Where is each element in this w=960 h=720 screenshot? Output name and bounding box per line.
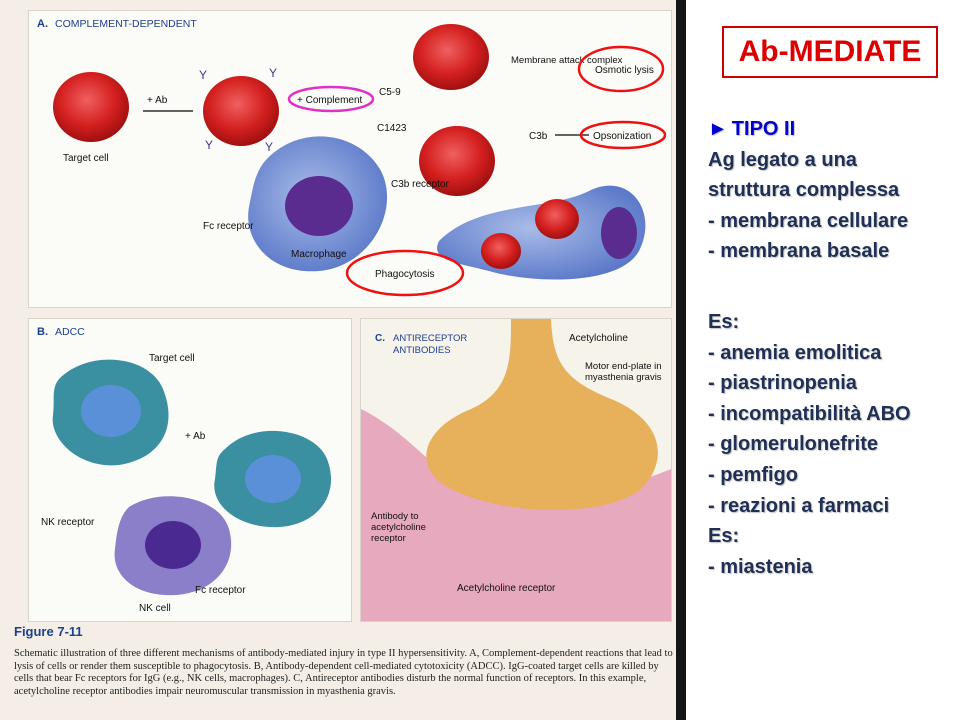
nk-nucleus: [145, 521, 201, 569]
definition-line-2: struttura complessa: [708, 179, 900, 202]
label-c3b-receptor-1: C3b receptor: [391, 179, 449, 190]
label-motor-endplate-2: myasthenia gravis: [585, 372, 662, 383]
label-target-cell: Target cell: [63, 153, 109, 164]
panel-a-complement: A. COMPLEMENT-DEPENDENT Target cell + Ab…: [28, 10, 672, 308]
target-red-cell: [53, 72, 129, 142]
panel-b-adcc: B. ADCC Target cell + Ab NK receptor Fc …: [28, 318, 352, 622]
b-coated-nucleus: [245, 455, 301, 503]
label-antibody-1: Antibody to: [371, 511, 419, 522]
nerve-terminal: [426, 319, 658, 511]
complement-highlight-ring: [287, 85, 375, 113]
svg-text:Y: Y: [269, 66, 277, 80]
svg-text:Y: Y: [199, 68, 207, 82]
example-item: - reazioni a farmaci: [708, 494, 890, 517]
panel-b-letter: B.: [37, 326, 48, 338]
slide-title-box: Ab-MEDIATE: [722, 26, 938, 78]
panel-c-antireceptor: C. ANTIRECEPTOR ANTIBODIES Acetylcholine…: [360, 318, 672, 622]
label-antibody-3: receptor: [371, 533, 406, 544]
label-acetylcholine: Acetylcholine: [569, 333, 628, 344]
label-nk-cell: NK cell: [139, 603, 171, 614]
panel-c-letter: C.: [375, 333, 385, 344]
svg-text:Y: Y: [265, 140, 273, 154]
panel-b-title: ADCC: [55, 326, 85, 338]
panel-a-illustration: A. COMPLEMENT-DEPENDENT Target cell + Ab…: [37, 18, 667, 297]
example-item: - anemia emolitica: [708, 341, 882, 364]
figure-caption: Schematic illustration of three differen…: [14, 648, 673, 697]
label-antibody-2: acetylcholine: [371, 522, 426, 533]
panel-c-illustration: C. ANTIRECEPTOR ANTIBODIES Acetylcholine…: [361, 319, 671, 621]
label-b-plus-ab: + Ab: [185, 431, 206, 442]
examples-label-2: Es:: [708, 525, 740, 548]
label-motor-endplate-1: Motor end-plate in: [585, 361, 662, 372]
figure-number: Figure 7-11: [14, 624, 83, 639]
page-edge-bar: [676, 0, 686, 720]
phagocytosis-ring: [345, 249, 465, 297]
definition-line-3: - membrana cellulare: [708, 209, 909, 232]
panel-c-title-1: ANTIRECEPTOR: [393, 333, 467, 344]
label-c5-9: C5-9: [379, 87, 401, 98]
example-item: - pemfigo: [708, 463, 798, 486]
c3b-coated-red-cell: [419, 126, 495, 196]
engulfed-red-cell-2: [535, 199, 579, 239]
example-item: - incompatibilità ABO: [708, 402, 911, 425]
slide-text-column: ►TIPO II Ag legato a una struttura compl…: [708, 114, 958, 582]
lysing-red-cell: [413, 24, 489, 90]
label-fc-receptor: Fc receptor: [203, 221, 254, 232]
type-label: TIPO II: [731, 118, 796, 140]
phagocyte-nucleus: [601, 207, 637, 259]
b-target-nucleus: [81, 385, 141, 437]
label-osmotic-lysis: Osmotic lysis: [595, 65, 654, 76]
opsonization-ring: [579, 120, 667, 150]
osmotic-lysis-ring: [577, 45, 665, 93]
label-macrophage: Macrophage: [291, 249, 347, 260]
panel-b-illustration: B. ADCC Target cell + Ab NK receptor Fc …: [37, 326, 332, 614]
panel-a-letter: A.: [37, 18, 48, 30]
type-heading: ►TIPO II: [708, 114, 958, 145]
panel-c-title-2: ANTIBODIES: [393, 345, 451, 356]
example-item-2: - miastenia: [708, 555, 813, 578]
example-item: - piastrinopenia: [708, 372, 857, 395]
definition-line-4: - membrana basale: [708, 240, 890, 263]
definition-line-1: Ag legato a una: [708, 148, 857, 171]
label-b-fc-receptor: Fc receptor: [195, 585, 246, 596]
label-b-target-cell: Target cell: [149, 353, 195, 364]
textbook-figure-page: A. COMPLEMENT-DEPENDENT Target cell + Ab…: [0, 0, 686, 720]
macrophage-nucleus: [285, 176, 353, 236]
label-plus-ab: + Ab: [147, 95, 168, 106]
label-phagocytosis: Phagocytosis: [375, 269, 434, 280]
label-nk-receptor: NK receptor: [41, 517, 95, 528]
opsonized-red-cell: [203, 76, 279, 146]
play-arrow-icon: ►: [708, 118, 728, 140]
svg-text:Y: Y: [205, 138, 213, 152]
panel-a-title: COMPLEMENT-DEPENDENT: [55, 18, 197, 30]
label-c1423: C1423: [377, 123, 407, 134]
examples-label: Es:: [708, 310, 740, 333]
label-plus-complement: + Complement: [297, 95, 363, 106]
example-item: - glomerulonefrite: [708, 433, 879, 456]
label-mac: Membrane attack complex: [511, 55, 623, 66]
label-c3b: C3b: [529, 131, 548, 142]
slide-title: Ab-MEDIATE: [738, 35, 922, 68]
antibodies-on-cell: Y Y Y Y: [199, 66, 277, 154]
label-opsonization: Opsonization: [593, 131, 651, 142]
muscle-membrane: [361, 409, 671, 621]
engulfed-red-cell: [481, 233, 521, 269]
label-ach-receptor: Acetylcholine receptor: [457, 583, 556, 594]
